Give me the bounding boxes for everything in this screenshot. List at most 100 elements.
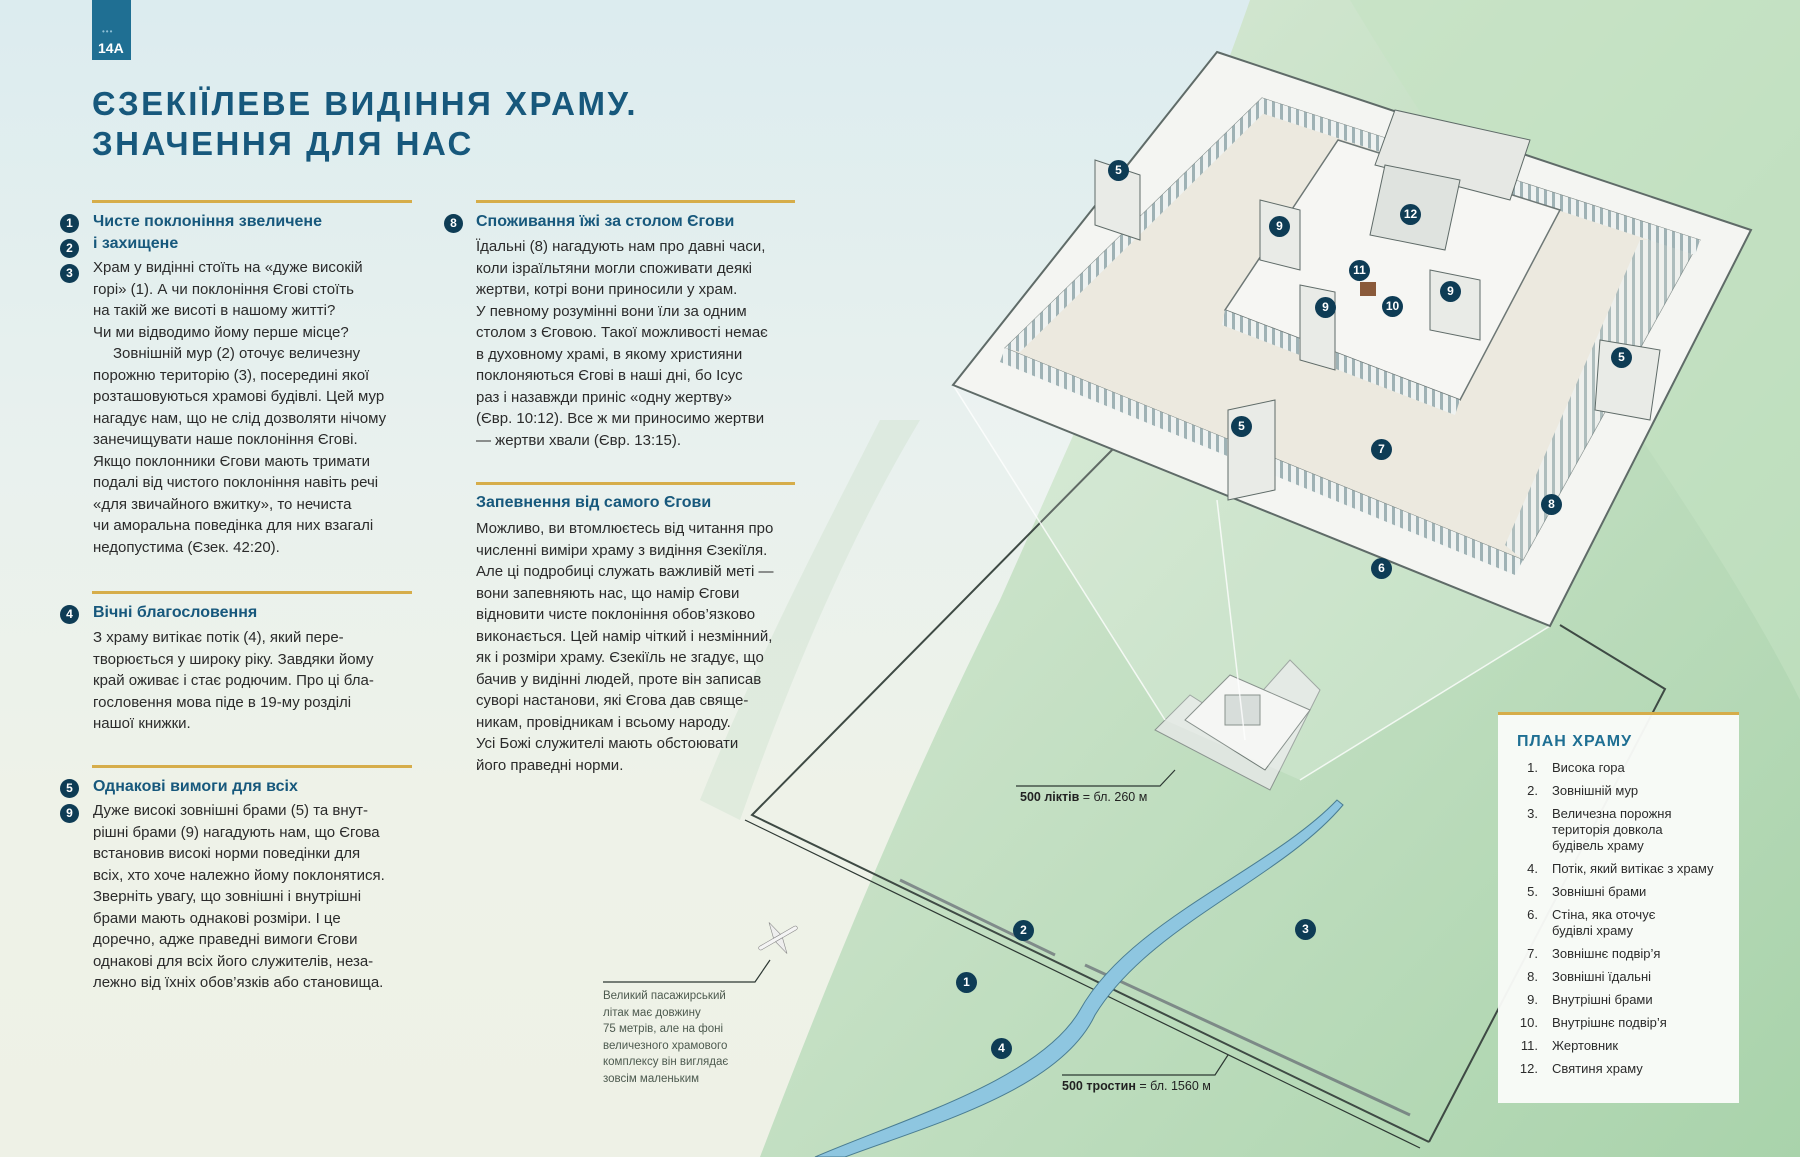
item-label: Зовнішній мур — [1552, 783, 1639, 798]
text-line: бачив у видінні людей, проте він записав — [476, 670, 762, 688]
illustration-marker: 4 — [991, 1038, 1012, 1059]
plan-item: 2. Зовнішній мур — [1498, 783, 1739, 799]
text-line: край оживає і стає родючим. Про ці бла- — [93, 672, 374, 689]
text-line: Якщо поклонники Єгови мають тримати — [93, 452, 370, 470]
marker-badge: 4 — [60, 605, 79, 624]
section-divider — [476, 482, 795, 485]
illustration-marker: 8 — [1541, 494, 1562, 515]
illustration-marker: 10 — [1382, 296, 1403, 317]
text-line: доречно, адже праведні вимоги Єгови — [93, 931, 358, 948]
marker-badge: 8 — [444, 214, 463, 233]
section-heading: Споживання їжі за столом Єгови — [476, 213, 735, 230]
plan-item: 1. Висока гора — [1498, 760, 1739, 776]
caption-line: літак має довжину — [603, 1006, 701, 1019]
text-line: лежно від їхніх обов’язків або становища… — [93, 974, 384, 991]
dimension-label-temple: 500 ліктів = бл. 260 м — [1020, 790, 1147, 804]
text-line: гословення мова піде в 19-му розділі — [93, 693, 352, 711]
text-line: порожню територію (3), посередині якої — [93, 366, 370, 384]
item-label: Зовнішні їдальні — [1552, 969, 1652, 984]
page-number: 14A — [98, 40, 124, 56]
item-number: 5. — [1527, 884, 1538, 899]
item-number: 10. — [1519, 1015, 1538, 1030]
text-line: суворі настанови, які Єгова дав свяще- — [476, 692, 749, 709]
heading-line: Чисте поклоніння звеличене — [93, 213, 322, 230]
item-label: Зовнішнє подвір’я — [1552, 946, 1661, 961]
text-line: брами мають однакові розміри. І це — [93, 909, 341, 927]
section-heading: Запевнення від самого Єгови — [476, 494, 712, 511]
plan-item: 3.Величезна порожня територія довкола бу… — [1498, 806, 1739, 854]
text-line: всіх, хто хоче належно йому поклонятися. — [93, 866, 385, 884]
item-number: 2. — [1527, 783, 1538, 798]
item-number: 3. — [1527, 806, 1538, 821]
section-divider — [476, 200, 795, 203]
text-line: Зверніть увагу, що зовнішні і внутрішні — [93, 888, 362, 905]
text-line: З храму витікає потік (4), який пере- — [93, 629, 344, 646]
text-line: занечищувати наше поклоніння Єгові. — [93, 431, 358, 448]
item-label: Зовнішні брами — [1552, 884, 1647, 899]
marker-badge: 1 — [60, 214, 79, 233]
text-line: в духовному храмі, в якому християни — [476, 345, 743, 363]
illustration-marker: 5 — [1231, 416, 1252, 437]
illustration-marker: 9 — [1315, 297, 1336, 318]
section-body: Храм у видінні стоїть на «дуже високій г… — [93, 257, 386, 558]
text-line: відновити чисте поклоніння обов’язково — [476, 606, 756, 623]
text-line: коли ізраїльтяни могли споживати деякі — [476, 259, 752, 277]
section-body: Можливо, ви втомлюєтесь від читання про … — [476, 518, 774, 776]
text-line: Дуже високі зовнішні брами (5) та внут- — [93, 802, 369, 819]
section-divider — [92, 765, 412, 768]
item-number: 11. — [1520, 1038, 1538, 1053]
marker-badge: 5 — [60, 779, 79, 798]
dimension-label-outer: 500 тростин = бл. 1560 м — [1062, 1079, 1211, 1093]
text-line: раз і назавжди приніс «одну жертву» — [476, 388, 732, 406]
text-line: жертви, котрі вони приносили у храм. — [476, 281, 738, 298]
illustration-marker: 1 — [956, 972, 977, 993]
section-divider — [92, 591, 412, 594]
item-label: Потік, який витікає з храму — [1552, 861, 1714, 876]
text-line: горі» (1). А чи поклоніння Єгові стоїть — [93, 280, 354, 298]
text-line: «для звичайного вжитку», то нечиста — [93, 495, 352, 513]
text-line: Чи ми відводимо йому перше місце? — [93, 323, 349, 341]
page-title: ЄЗЕКІЇЛЕВЕ ВИДІННЯ ХРАМУ. ЗНАЧЕННЯ ДЛЯ Н… — [92, 84, 638, 164]
text-line: рішні брами (9) нагадують нам, що Єгова — [93, 823, 380, 841]
plan-item: 5. Зовнішні брами — [1498, 884, 1739, 900]
text-line: поклоняються Єгові в наші дні, бо Ісус — [476, 367, 743, 384]
page-tag-dots: ••• — [102, 27, 114, 36]
item-label: Висока гора — [1552, 760, 1625, 775]
illustration-marker: 6 — [1371, 558, 1392, 579]
title-line-2: ЗНАЧЕННЯ ДЛЯ НАС — [92, 125, 474, 162]
marker-badge: 3 — [60, 264, 79, 283]
section-body: Їдальні (8) нагадують нам про давні часи… — [476, 236, 768, 451]
plan-item: 6.Стіна, яка оточує будівлі храму — [1498, 907, 1739, 939]
temple-complex — [951, 50, 1753, 628]
section-heading: Однакові вимоги для всіх — [93, 778, 298, 795]
airplane-icon — [758, 922, 798, 954]
dimension-conversion: = бл. 260 м — [1079, 790, 1148, 804]
text-line: Але ці подробиці служать важливій меті — — [476, 563, 774, 580]
item-label: Внутрішні брами — [1552, 992, 1653, 1007]
caption-line: комплексу він виглядає — [603, 1056, 729, 1068]
page-tag: ••• 14A — [92, 0, 131, 60]
title-line-1: ЄЗЕКІЇЛЕВЕ ВИДІННЯ ХРАМУ. — [92, 85, 639, 122]
marker-badge: 2 — [60, 239, 79, 258]
airplane-caption: Великий пасажирський літак має довжину 7… — [603, 988, 728, 1087]
item-label: Жертовник — [1552, 1038, 1619, 1053]
illustration-marker: 9 — [1269, 216, 1290, 237]
illustration-marker: 11 — [1349, 260, 1370, 281]
section-body: Дуже високі зовнішні брами (5) та внут- … — [93, 800, 385, 994]
small-temple-plan — [1154, 659, 1321, 791]
illustration-marker: 12 — [1400, 204, 1421, 225]
text-line: як і розміри храму. Єзекіїль не згадує, … — [476, 649, 764, 666]
text-line: Храм у видінні стоїть на «дуже високій — [93, 259, 363, 276]
text-line: Зовнішній мур (2) оточує величезну — [113, 345, 361, 362]
caption-line: зовсім маленьким — [603, 1072, 700, 1085]
item-number: 1. — [1527, 760, 1538, 775]
illustration-marker: 9 — [1440, 281, 1461, 302]
item-label: Святиня храму — [1552, 1061, 1643, 1076]
text-line: численні виміри храму з видіння Єзекіїля… — [476, 541, 768, 559]
illustration-marker: 5 — [1108, 160, 1129, 181]
plan-item: 11. Жертовник — [1498, 1038, 1739, 1054]
item-number: 7. — [1527, 946, 1538, 961]
text-line: однакові для всіх його служителів, неза- — [93, 952, 374, 970]
section-divider — [92, 200, 412, 203]
caption-line: 75 метрів, але на фоні — [603, 1023, 724, 1035]
